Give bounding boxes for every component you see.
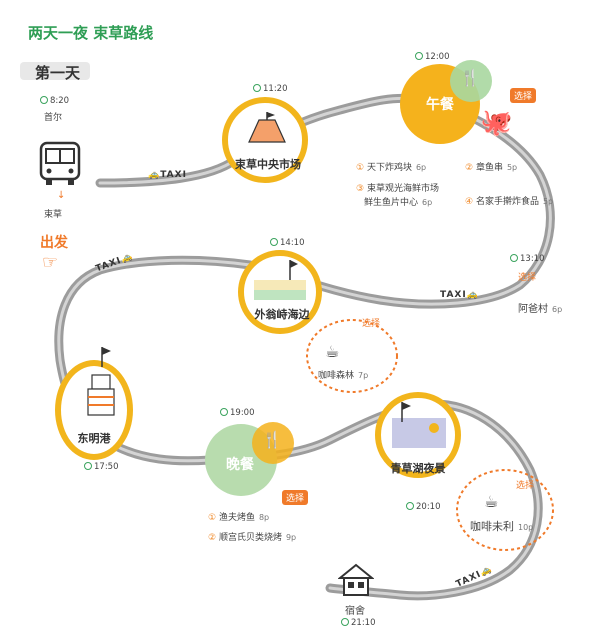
taxi-label-3: TAXI🚕: [440, 290, 479, 300]
clock-icon: [415, 52, 423, 60]
taxi-label-1: 🚕TAXI: [148, 170, 187, 180]
lunch-cutlery-circle: [450, 60, 492, 102]
village-time: 13:10: [510, 254, 545, 264]
beach-name: 外翁峙海边: [254, 308, 310, 321]
clock-icon: [84, 462, 92, 470]
beach-time: 14:10: [270, 238, 305, 248]
cutlery-icon: 🍴: [460, 68, 480, 87]
market-name: 束草中央市场: [235, 158, 301, 171]
lighthouse-flag-icon: [80, 345, 120, 429]
day-label: 第一天: [35, 64, 81, 82]
dinner-name: 晚餐: [226, 457, 254, 473]
clock-icon: [406, 502, 414, 510]
octopus-icon: 🐙: [480, 108, 513, 138]
down-arrow-icon: ↓: [57, 190, 66, 201]
lake-time: 20:10: [406, 502, 441, 512]
depart-label: 出发: [40, 235, 68, 251]
tent-flag-icon: [245, 110, 289, 150]
cafe1-choice: 选择: [362, 319, 381, 329]
coffee-cup-icon: ☕: [325, 342, 340, 361]
clock-icon: [220, 408, 228, 416]
clock-icon: [341, 618, 349, 626]
night-lake-flag-icon: [390, 400, 448, 454]
clock-icon: [510, 254, 518, 262]
house-icon: [337, 562, 375, 602]
taxi-icon: 🚕: [466, 290, 479, 300]
coffee-cup-icon: ☕: [484, 492, 499, 511]
dinner-time: 19:00: [220, 408, 255, 418]
lunch-time: 12:00: [415, 52, 450, 62]
village-choice: 选择: [518, 273, 537, 283]
start-time: 8:20: [40, 96, 69, 106]
day-brush: [20, 62, 90, 80]
lunch-choice-badge: 选择: [510, 88, 537, 103]
clock-icon: [253, 84, 261, 92]
pointing-hand-icon: ☞: [42, 252, 59, 273]
page-title: 两天一夜 束草路线: [28, 24, 154, 42]
lake-name: 青草湖夜景: [390, 462, 446, 475]
clock-icon: [40, 96, 48, 104]
cafe2-choice: 选择: [516, 481, 535, 491]
clock-icon: [270, 238, 278, 246]
taxi-icon: 🚕: [148, 170, 161, 180]
cutlery-icon: 🍴: [262, 430, 282, 449]
lunch-name: 午餐: [426, 97, 454, 113]
start-from: 首尔: [44, 113, 63, 123]
port-time: 17:50: [84, 462, 119, 472]
dinner-cutlery-circle: [252, 422, 294, 464]
port-name: 东明港: [77, 432, 111, 445]
market-time: 11:20: [253, 84, 288, 94]
start-to: 束草: [44, 210, 63, 220]
lodging-name: 宿舍: [345, 606, 365, 617]
dinner-choice-badge: 选择: [282, 490, 309, 505]
bus-icon: [38, 140, 82, 192]
lodging-time: 21:10: [341, 618, 376, 628]
beach-flag-icon: [252, 256, 308, 308]
